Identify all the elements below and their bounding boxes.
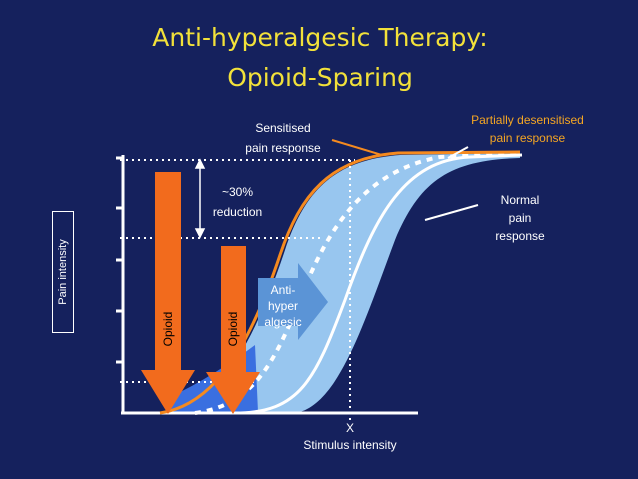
partial-label: Partially desensitised pain response: [471, 113, 584, 145]
reduction-arrow: [194, 158, 206, 239]
anti-hyperalgesic-arrow: [258, 263, 328, 340]
leader-normal: [424, 204, 479, 221]
opioid-label-2: Opioid: [226, 311, 240, 347]
x-marker-label: X: [345, 421, 354, 435]
opioid-arrow-2: [206, 246, 260, 414]
y-axis-label: Pain intensity: [52, 211, 74, 333]
sensitised-label: Sensitised pain response: [245, 121, 321, 155]
title-line-2: Opioid-Sparing: [227, 63, 413, 92]
y-ticks: [116, 156, 124, 364]
title-line-1: Anti-hyperalgesic Therapy:: [152, 23, 488, 52]
opioid-arrow-1: [141, 172, 195, 414]
anti-hyperalgesic-label: Anti- hyper algesic: [264, 283, 302, 329]
x-axis-label: Stimulus intensity: [303, 438, 397, 452]
opioid-label-1: Opioid: [161, 311, 175, 347]
shaded-region: [170, 153, 520, 412]
leader-partial: [447, 146, 469, 159]
reduction-label: ~30% reduction: [212, 185, 263, 219]
leader-sensitised: [331, 139, 383, 156]
normal-curve: [234, 153, 523, 415]
sensitised-curve: [159, 150, 521, 415]
normal-label: Normal pain response: [495, 193, 545, 243]
